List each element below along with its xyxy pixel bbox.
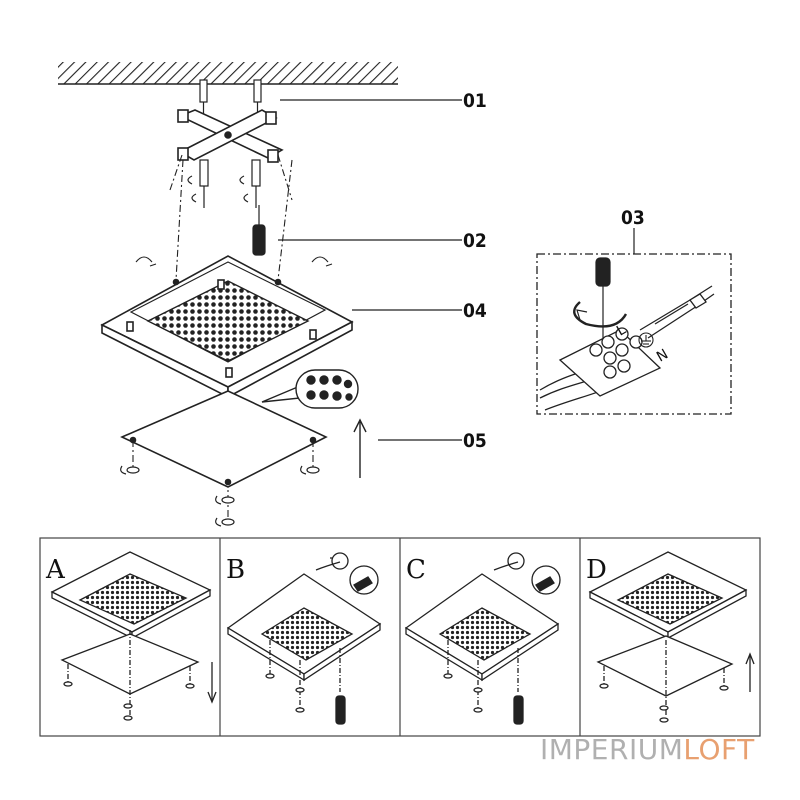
wiring-detail: L N <box>536 253 732 415</box>
wall-anchors <box>187 159 261 208</box>
panel-letter-c: C <box>406 555 426 585</box>
brand-part-2: LOFT <box>683 733 755 766</box>
panel-d-drawing <box>588 551 748 723</box>
callout-04: 04 <box>463 300 487 322</box>
brand-part-1: IMPERIUM <box>540 733 684 766</box>
panel-letter-d: D <box>586 555 607 585</box>
ceiling <box>58 62 398 85</box>
arrow-up-icon <box>353 418 367 478</box>
callout-02: 02 <box>463 230 487 252</box>
diffuser-screws <box>120 465 320 527</box>
panel-frames <box>39 537 761 737</box>
panel-c-drawing <box>404 552 561 725</box>
panel-letter-b: B <box>226 555 245 585</box>
panel-letter-a: A <box>45 555 66 585</box>
diffuser-plate <box>120 390 328 488</box>
panel-b-drawing <box>226 552 382 725</box>
ground-icon <box>638 332 654 348</box>
callout-lines <box>278 99 635 441</box>
led-closeup <box>261 369 359 409</box>
callout-01: 01 <box>463 90 487 112</box>
brand-watermark: IMPERIUMLOFT <box>540 733 755 766</box>
terminal-block <box>558 327 662 397</box>
panel-a-drawing <box>50 551 212 721</box>
screwdriver-icon <box>252 205 266 256</box>
rotate-arrows <box>135 256 333 267</box>
lamp-body <box>100 255 354 399</box>
arrow-down-icon <box>207 662 217 704</box>
callout-03: 03 <box>621 207 645 229</box>
mounting-bracket <box>177 109 284 163</box>
ceiling-screws <box>199 79 262 120</box>
callout-05: 05 <box>463 430 487 452</box>
arrow-up-icon <box>745 652 755 692</box>
screwdriver-icon <box>573 257 628 340</box>
